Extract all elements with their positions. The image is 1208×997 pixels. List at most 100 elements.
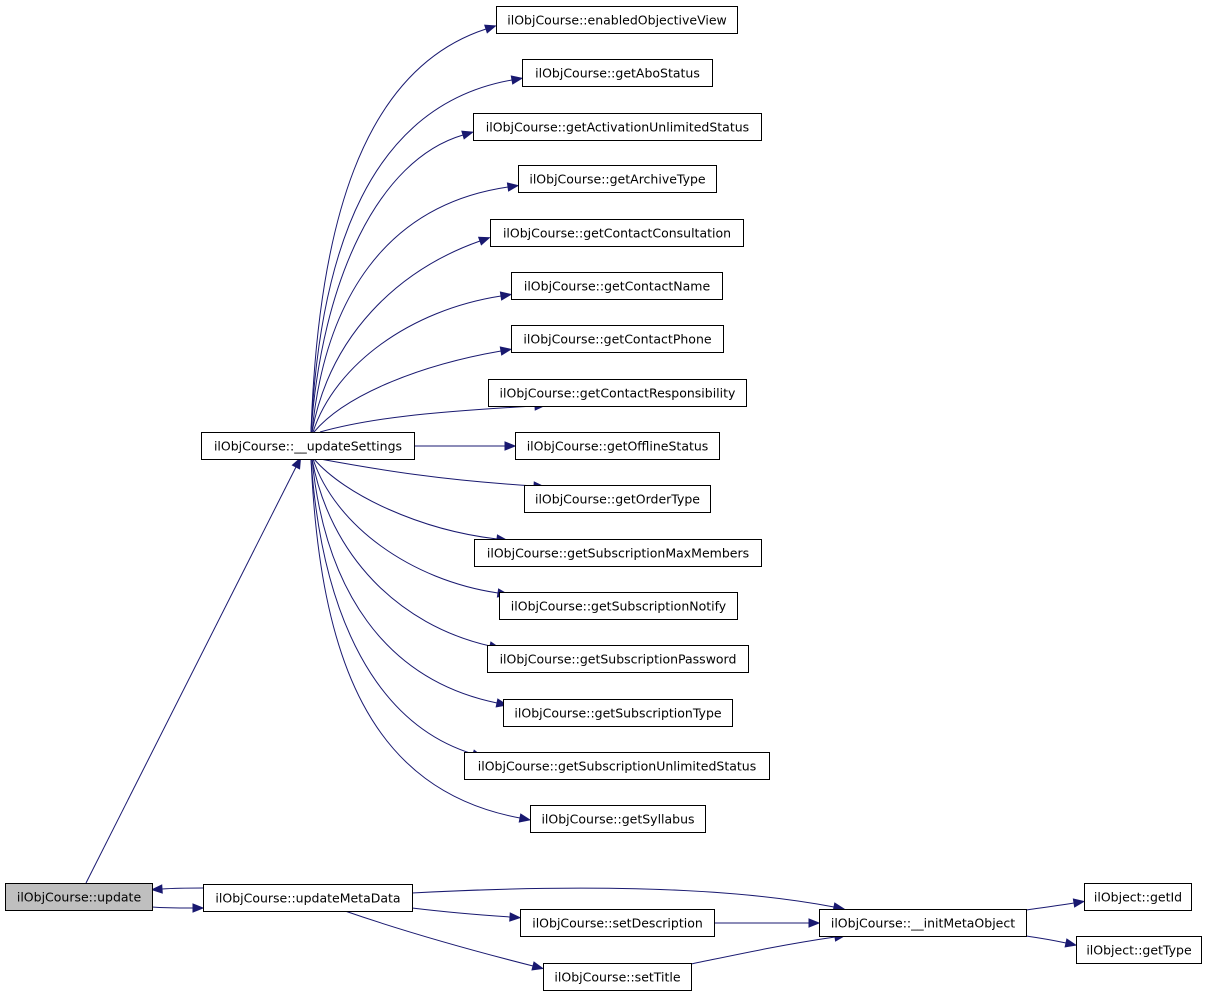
node-getContactResponsibility[interactable]: ilObjCourse::getContactResponsibility bbox=[488, 379, 747, 407]
node-box bbox=[518, 165, 717, 193]
arrowhead bbox=[150, 884, 163, 894]
arrowhead bbox=[531, 961, 544, 971]
node-box bbox=[203, 884, 413, 912]
node-label: ilObjCourse::getSubscriptionMaxMembers bbox=[487, 546, 749, 561]
node-getSyllabus[interactable]: ilObjCourse::getSyllabus bbox=[530, 805, 706, 833]
edge-update-to-updateSettings bbox=[85, 456, 302, 884]
node-label: ilObjCourse::getAboStatus bbox=[535, 66, 700, 81]
edge-line bbox=[310, 458, 521, 819]
node-box bbox=[819, 909, 1027, 937]
node-getActivationUnlimitedStatus[interactable]: ilObjCourse::getActivationUnlimitedStatu… bbox=[473, 113, 762, 141]
node-getSubscriptionType[interactable]: ilObjCourse::getSubscriptionType bbox=[503, 699, 733, 727]
edge-line bbox=[319, 458, 535, 487]
arrowhead bbox=[808, 918, 821, 928]
arrowhead bbox=[499, 291, 513, 301]
arrowhead bbox=[510, 75, 524, 85]
node-box bbox=[530, 805, 706, 833]
node-getAboStatus[interactable]: ilObjCourse::getAboStatus bbox=[522, 59, 713, 87]
node-label: ilObjCourse::getSubscriptionUnlimitedSta… bbox=[478, 759, 756, 774]
edge-setDescription-to-initMetaObject bbox=[713, 918, 821, 928]
edge-line bbox=[161, 887, 204, 890]
edge-updateSettings-to-getContactPhone bbox=[313, 346, 513, 433]
edge-line bbox=[311, 186, 509, 433]
node-label: ilObjCourse::updateMetaData bbox=[215, 891, 400, 906]
edge-updateSettings-to-getArchiveType bbox=[311, 182, 520, 433]
edge-line bbox=[411, 887, 835, 908]
node-box bbox=[511, 325, 724, 353]
edge-setTitle-to-initMetaObject bbox=[690, 932, 847, 965]
edge-line bbox=[151, 906, 194, 909]
node-label: ilObjCourse::getOrderType bbox=[535, 492, 700, 507]
node-label: ilObjCourse::__updateSettings bbox=[214, 439, 402, 454]
arrowhead bbox=[461, 130, 474, 140]
edge-line bbox=[312, 295, 502, 433]
node-box bbox=[201, 432, 415, 460]
node-box bbox=[520, 909, 715, 937]
edge-updateSettings-to-getSubscriptionPassword bbox=[311, 458, 502, 651]
node-getSubscriptionPassword[interactable]: ilObjCourse::getSubscriptionPassword bbox=[487, 645, 749, 673]
edge-updateSettings-to-getSubscriptionMaxMembers bbox=[313, 458, 509, 544]
edge-line bbox=[313, 350, 502, 433]
node-updateSettings[interactable]: ilObjCourse::__updateSettings bbox=[201, 432, 415, 460]
edge-line bbox=[310, 134, 464, 433]
node-box bbox=[5, 883, 153, 911]
edge-line bbox=[310, 79, 513, 433]
node-label: ilObjCourse::getContactConsultation bbox=[503, 226, 731, 241]
node-updateMetaData[interactable]: ilObjCourse::updateMetaData bbox=[203, 884, 413, 912]
node-box bbox=[496, 6, 738, 34]
node-getArchiveType[interactable]: ilObjCourse::getArchiveType bbox=[518, 165, 717, 193]
node-box bbox=[515, 432, 720, 460]
node-update[interactable]: ilObjCourse::update bbox=[5, 883, 153, 911]
node-box bbox=[474, 539, 762, 567]
node-initMetaObject[interactable]: ilObjCourse::__initMetaObject bbox=[819, 909, 1027, 937]
edge-line bbox=[310, 458, 474, 755]
node-getOfflineStatus[interactable]: ilObjCourse::getOfflineStatus bbox=[515, 432, 720, 460]
edge-updateSettings-to-getActivationUnlimitedStatus bbox=[310, 130, 474, 433]
edge-updateSettings-to-enabledObjectiveView bbox=[310, 24, 497, 433]
edge-line bbox=[1025, 902, 1075, 911]
arrowhead bbox=[484, 24, 497, 34]
node-label: ilObjCourse::getArchiveType bbox=[529, 172, 706, 187]
edge-initMetaObject-to-getType bbox=[1025, 935, 1078, 948]
arrowhead bbox=[192, 903, 205, 913]
node-box bbox=[1076, 936, 1202, 964]
node-label: ilObjCourse::getSyllabus bbox=[541, 812, 694, 827]
edge-updateMetaData-to-update bbox=[150, 884, 204, 894]
edge-line bbox=[310, 28, 487, 433]
edge-updateMetaData-to-setDescription bbox=[411, 907, 522, 922]
node-label: ilObjCourse::update bbox=[17, 890, 142, 905]
edge-updateSettings-to-getOrderType bbox=[319, 458, 546, 491]
edges-layer bbox=[85, 24, 1086, 971]
edge-initMetaObject-to-getId bbox=[1025, 898, 1086, 911]
node-label: ilObjCourse::__initMetaObject bbox=[831, 916, 1015, 931]
node-getContactConsultation[interactable]: ilObjCourse::getContactConsultation bbox=[490, 219, 744, 247]
node-box bbox=[511, 272, 723, 300]
edge-update-to-updateMetaData bbox=[151, 903, 205, 913]
node-setDescription[interactable]: ilObjCourse::setDescription bbox=[520, 909, 715, 937]
node-label: ilObjCourse::getContactPhone bbox=[523, 332, 711, 347]
edge-updateSettings-to-getContactConsultation bbox=[311, 236, 491, 433]
node-getSubscriptionMaxMembers[interactable]: ilObjCourse::getSubscriptionMaxMembers bbox=[474, 539, 762, 567]
node-box bbox=[522, 59, 713, 87]
node-getContactPhone[interactable]: ilObjCourse::getContactPhone bbox=[511, 325, 724, 353]
node-box bbox=[464, 752, 770, 780]
node-label: ilObject::getId bbox=[1094, 890, 1182, 905]
node-box bbox=[524, 485, 711, 513]
arrowhead bbox=[1072, 898, 1086, 908]
node-setTitle[interactable]: ilObjCourse::setTitle bbox=[543, 963, 692, 991]
arrowhead bbox=[509, 912, 522, 922]
node-getContactName[interactable]: ilObjCourse::getContactName bbox=[511, 272, 723, 300]
edge-line bbox=[411, 907, 511, 918]
node-box bbox=[499, 592, 738, 620]
edge-updateSettings-to-getOfflineStatus bbox=[413, 441, 517, 451]
node-getId[interactable]: ilObject::getId bbox=[1084, 883, 1192, 911]
node-enabledObjectiveView[interactable]: ilObjCourse::enabledObjectiveView bbox=[496, 6, 738, 34]
node-getSubscriptionNotify[interactable]: ilObjCourse::getSubscriptionNotify bbox=[499, 592, 738, 620]
node-getType[interactable]: ilObject::getType bbox=[1076, 936, 1202, 964]
node-box bbox=[473, 113, 762, 141]
node-getSubscriptionUnlimitedStatus[interactable]: ilObjCourse::getSubscriptionUnlimitedSta… bbox=[464, 752, 770, 780]
node-getOrderType[interactable]: ilObjCourse::getOrderType bbox=[524, 485, 711, 513]
node-label: ilObject::getType bbox=[1086, 943, 1192, 958]
node-label: ilObjCourse::getSubscriptionType bbox=[514, 706, 721, 721]
